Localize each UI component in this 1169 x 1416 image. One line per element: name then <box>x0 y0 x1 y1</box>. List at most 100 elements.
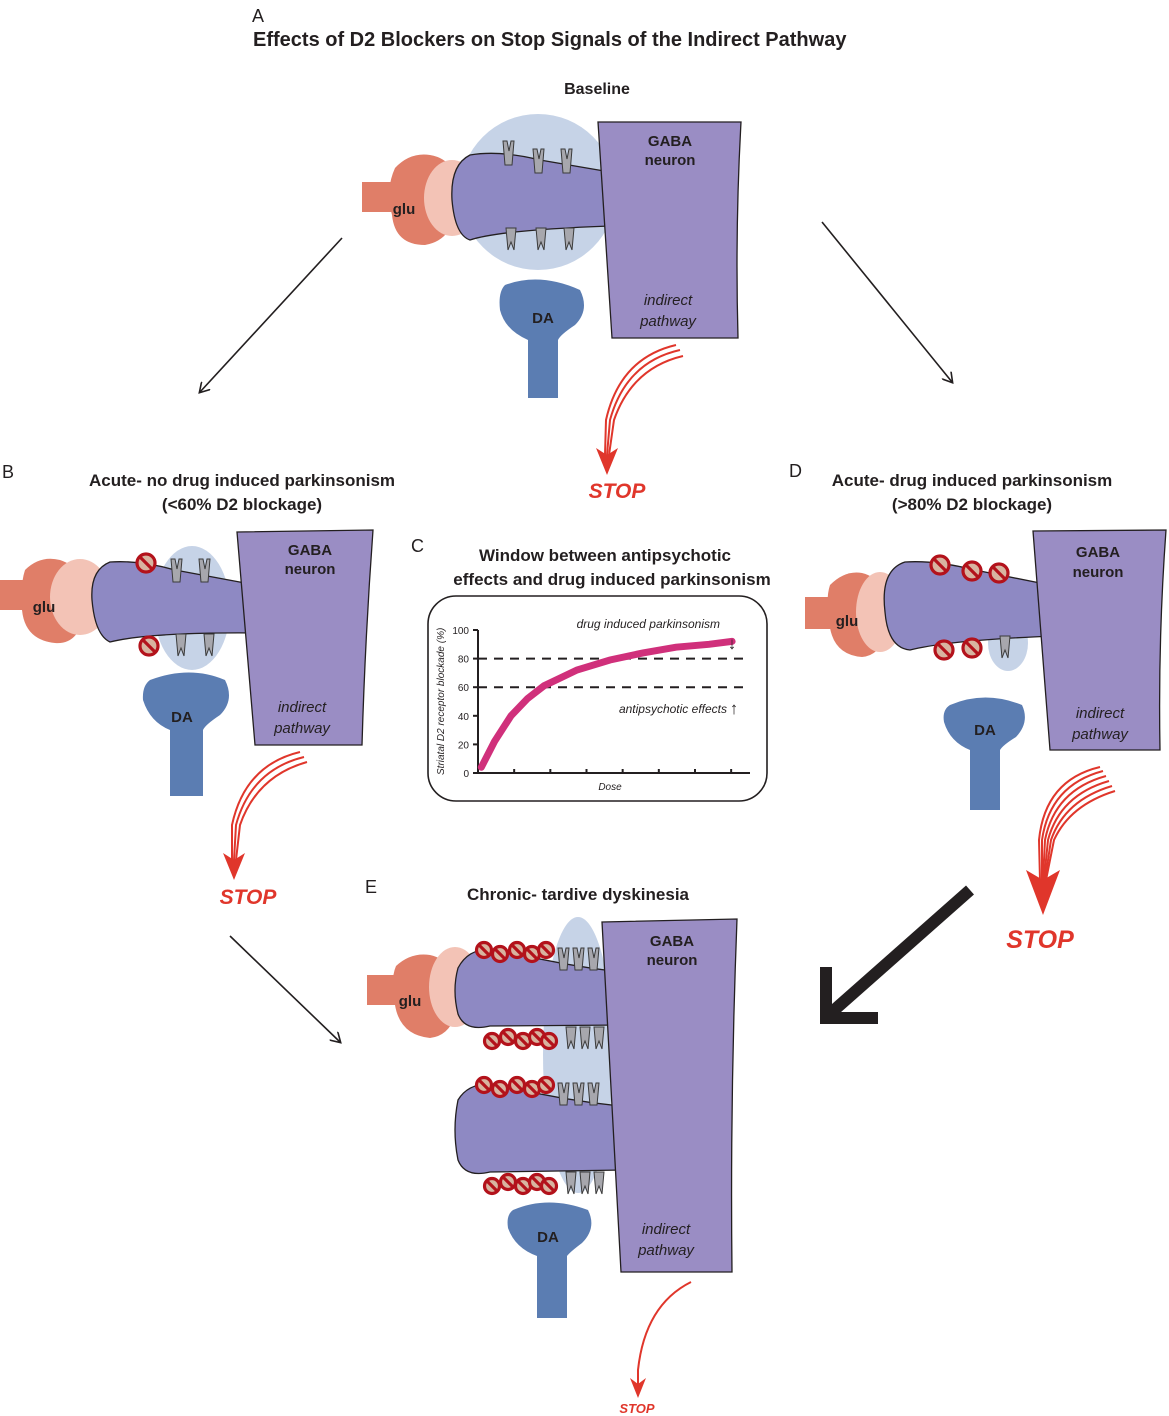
d2-blocker-icon <box>482 1176 502 1196</box>
d2-blocker-icon <box>138 635 160 657</box>
d2-receptor-icon <box>203 633 215 657</box>
d2-blocker-icon <box>490 944 510 964</box>
stop-arrowhead-icon <box>223 853 245 880</box>
d2-receptor-icon <box>557 947 570 971</box>
d2-blocker-icon <box>507 1075 527 1095</box>
panel-d-dopamine-neuron <box>943 697 1025 810</box>
chart-y-tick-label: 60 <box>458 683 470 694</box>
d2-blocker-icon <box>988 562 1010 584</box>
baseline-synapse: glu GABA neuron DA indirect pathway STOP <box>362 114 742 503</box>
d2-blocker-icon <box>536 1075 556 1095</box>
d2-receptor-icon <box>170 558 183 583</box>
baseline-dopamine-neuron <box>499 279 584 398</box>
arrow-down-icon: ↓ <box>728 634 737 653</box>
baseline-pathway-label-2: pathway <box>639 313 697 330</box>
panel-b-title-2: (<60% D2 blockage) <box>162 495 322 514</box>
panel-label-d: D <box>789 461 802 481</box>
chart-y-tick-label: 0 <box>463 769 469 780</box>
baseline-stop-signal: STOP <box>589 344 684 503</box>
panel-b-stop-signal: STOP <box>220 751 308 909</box>
arrow-up-icon: ↑ <box>730 699 739 718</box>
d2-receptor-icon <box>579 1171 591 1195</box>
d2-receptor-icon <box>535 227 547 251</box>
panel-b-gaba-label-1: GABA <box>288 542 332 559</box>
panel-e-d2-blockers <box>474 940 559 1196</box>
panel-b-gaba-neuron <box>236 529 374 746</box>
d2-receptor-icon <box>587 947 600 971</box>
panel-b-glu-label: glu <box>33 599 56 616</box>
panel-d-title-2: (>80% D2 blockage) <box>892 495 1052 514</box>
d2-blocker-icon <box>933 639 955 661</box>
panel-e-dendrite-lower <box>454 1083 625 1175</box>
d2-blocker-icon <box>490 1079 510 1099</box>
panel-e-stop-label: STOP <box>619 1401 654 1416</box>
d2-blocker-icon <box>536 940 556 960</box>
panel-b-d2-blockers <box>135 552 160 657</box>
d2-receptor-icon <box>560 148 573 174</box>
panel-e-synapse: glu GABA neuron DA indirect pathway STOP <box>367 917 738 1416</box>
d2-receptor-icon <box>505 227 517 251</box>
chart-series-line <box>477 637 736 771</box>
panel-label-a: A <box>252 6 264 26</box>
arrow-to-b-icon <box>200 237 343 392</box>
chart-y-tick-label: 80 <box>458 655 470 666</box>
chart-y-tick-label: 20 <box>458 740 470 751</box>
d2-blocker-icon <box>507 940 527 960</box>
panel-b-title-1: Acute- no drug induced parkinsonism <box>89 471 395 490</box>
panel-b-dopamine-neuron <box>142 672 229 796</box>
d2-blockade-chart: Striatal D2 receptor blockade (%) Dose 0… <box>436 617 750 793</box>
d2-blocker-icon <box>539 1176 559 1196</box>
arrow-b-to-e-icon <box>229 935 340 1042</box>
d2-receptor-icon <box>572 947 585 971</box>
baseline-title: Baseline <box>564 81 630 98</box>
panel-b-pathway-label-1: indirect <box>278 699 327 716</box>
panel-d-d2-blockers <box>929 554 1010 661</box>
d2-blocker-icon <box>474 940 494 960</box>
chart-annotation-antipsychotic: antipsychotic effects <box>619 702 727 716</box>
figure-title: Effects of D2 Blockers on Stop Signals o… <box>253 29 847 51</box>
panel-e-stop-signal: STOP <box>619 1281 692 1416</box>
baseline-glu-label: glu <box>393 201 416 218</box>
panel-d-title-1: Acute- drug induced parkinsonism <box>832 471 1113 490</box>
d2-blocker-icon <box>482 1031 502 1051</box>
chart-x-axis-label: Dose <box>598 782 622 793</box>
d2-blocker-icon <box>135 552 157 574</box>
panel-d-da-label: DA <box>974 722 996 739</box>
arrow-to-d-icon <box>821 221 952 382</box>
d2-receptor-icon <box>532 148 545 174</box>
d2-receptor-icon <box>563 227 575 251</box>
panel-label-b: B <box>2 462 14 482</box>
panel-b-pathway-label-2: pathway <box>273 720 331 737</box>
d2-blocker-icon <box>961 560 983 582</box>
panel-d-stop-label: STOP <box>1006 926 1074 954</box>
d2-blocker-icon <box>498 1172 518 1192</box>
panel-e-gaba-label-2: neuron <box>647 952 698 969</box>
panel-e-da-label: DA <box>537 1229 559 1246</box>
d2-blocker-icon <box>474 1075 494 1095</box>
panel-c-title-2: effects and drug induced parkinsonism <box>453 570 770 589</box>
panel-d-gaba-neuron <box>1032 529 1167 751</box>
panel-d-stop-signal: STOP <box>1006 766 1116 954</box>
panel-label-c: C <box>411 536 424 556</box>
stop-arrowhead-icon <box>630 1378 646 1398</box>
stop-arrowhead-icon <box>596 448 618 475</box>
panel-b-dendrite <box>91 561 259 643</box>
d2-receptor-icon <box>565 1026 577 1050</box>
d2-receptor-icon <box>593 1171 605 1195</box>
panel-b-gaba-label-2: neuron <box>285 561 336 578</box>
panel-c-title-1: Window between antipsychotic <box>479 546 731 565</box>
panel-b-synapse: glu GABA neuron DA indirect pathway STOP <box>0 529 374 909</box>
panel-b-da-label: DA <box>171 709 193 726</box>
baseline-gaba-label-1: GABA <box>648 133 692 150</box>
panel-e-glu-label: glu <box>399 993 422 1010</box>
stop-arrowhead-icon <box>1026 870 1060 915</box>
d2-blocker-icon <box>539 1031 559 1051</box>
baseline-da-label: DA <box>532 310 554 327</box>
panel-b-stop-label: STOP <box>220 886 278 909</box>
d2-receptor-icon <box>593 1026 605 1050</box>
d2-receptor-icon <box>572 1082 585 1106</box>
d2-receptor-icon <box>587 1082 600 1106</box>
baseline-stop-label: STOP <box>589 480 647 503</box>
panel-d-pathway-label-2: pathway <box>1071 726 1129 743</box>
baseline-gaba-label-2: neuron <box>645 152 696 169</box>
